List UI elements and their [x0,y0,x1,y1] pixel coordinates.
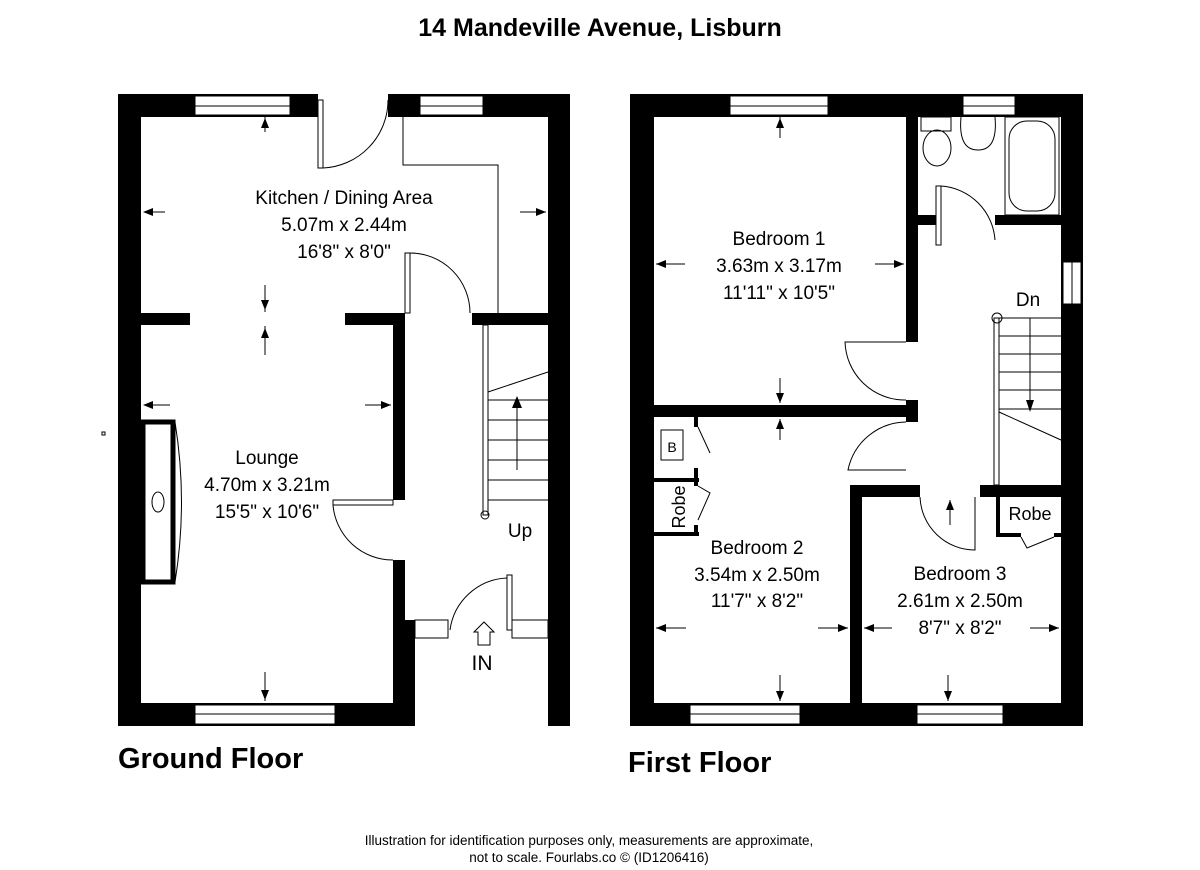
room-label-bedroom-2: Bedroom 2 3.54m x 2.50m 11'7" x 8'2" [694,538,820,612]
front-door [414,574,549,646]
ground-floor-label: Ground Floor [118,743,303,775]
svg-text:16'8" x 8'0": 16'8" x 8'0" [297,242,391,263]
svg-text:3.54m x 2.50m: 3.54m x 2.50m [694,565,820,586]
dimension-arrows [656,117,1059,701]
first-floor-label: First Floor [628,747,771,779]
stairs-up-label: Up [508,521,532,542]
svg-text:15'5" x 10'6": 15'5" x 10'6" [215,502,319,523]
first-stairs [991,312,1062,486]
room-label-lounge: Lounge 4.70m x 3.21m 15'5" x 10'6" [204,448,330,523]
svg-text:Bedroom 2: Bedroom 2 [711,538,804,559]
svg-text:Bedroom 1: Bedroom 1 [733,229,826,250]
svg-text:11'7" x 8'2": 11'7" x 8'2" [711,591,803,612]
robe-label: Robe [1008,504,1051,524]
stairs-down-label: Dn [1016,290,1040,311]
ground-floor-plan: Up IN Kitchen / Dining [101,94,570,726]
svg-text:Bedroom 3: Bedroom 3 [914,564,1007,585]
room-label-bedroom-1: Bedroom 1 3.63m x 3.17m 11'11" x 10'5" [716,229,842,304]
svg-text:2.61m x 2.50m: 2.61m x 2.50m [897,591,1023,612]
svg-text:11'11" x 10'5": 11'11" x 10'5" [723,283,835,304]
room-label-kitchen: Kitchen / Dining Area 5.07m x 2.44m 16'8… [255,188,433,263]
svg-text:Kitchen / Dining Area: Kitchen / Dining Area [255,188,433,209]
back-door [317,99,389,169]
svg-text:4.70m x 3.21m: 4.70m x 3.21m [204,475,330,496]
boiler-label: B [667,439,676,455]
first-floor-plan: B Robe Robe [630,94,1083,726]
bathroom-fixtures [920,116,1060,216]
disclaimer-line-1: Illustration for identification purposes… [365,833,813,848]
dimension-arrows [143,117,546,701]
fireplace [140,419,182,585]
disclaimer-line-2: not to scale. Fourlabs.co © (ID1206416) [469,850,709,865]
svg-text:Lounge: Lounge [235,448,298,469]
entrance-label: IN [472,652,493,675]
svg-text:3.63m x 3.17m: 3.63m x 3.17m [716,256,842,277]
plan-title: 14 Mandeville Avenue, Lisburn [418,14,782,42]
ground-stairs [480,324,549,520]
room-label-bedroom-3: Bedroom 3 2.61m x 2.50m 8'7" x 8'2" [897,564,1023,639]
svg-text:8'7" x 8'2": 8'7" x 8'2" [918,618,1001,639]
svg-text:5.07m x 2.44m: 5.07m x 2.44m [281,215,407,236]
robe-label: Robe [669,485,689,528]
